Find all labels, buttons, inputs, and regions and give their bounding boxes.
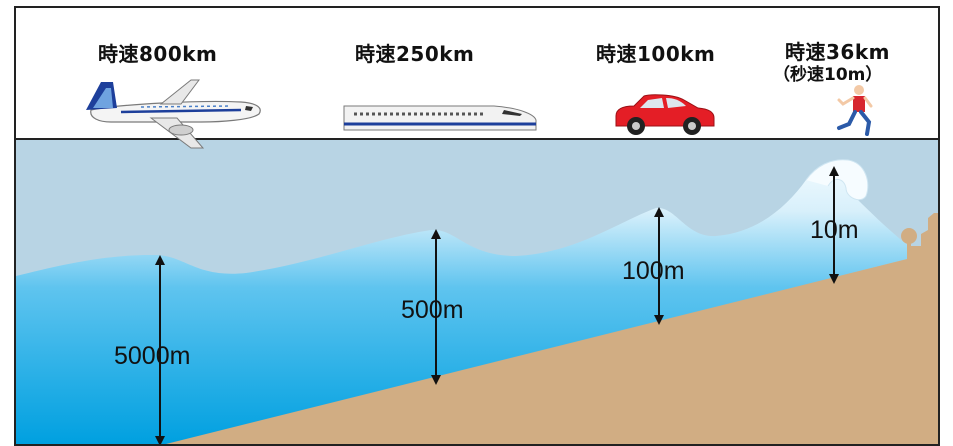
car-icon [615, 94, 715, 135]
tree-trunk [907, 240, 911, 262]
speed-label-car: 時速100km [596, 42, 716, 66]
tsunami-diagram [16, 79, 938, 444]
wave-crest [805, 159, 869, 201]
runner-icon [837, 85, 873, 136]
depth-label-100: 100m [622, 257, 685, 285]
airplane-icon [86, 79, 261, 149]
depth-label-10: 10m [810, 216, 859, 244]
water-body [16, 159, 911, 444]
depth-label-500: 500m [401, 296, 464, 324]
speed-sublabel-runner: （秒速10m） [773, 65, 883, 85]
seabed-ground [166, 258, 938, 444]
diagram-frame: 時速800km 時速250km 時速100km 時速36km （秒速10m） 5… [14, 6, 940, 446]
coastal-town [911, 213, 938, 260]
depth-label-5000: 5000m [114, 342, 191, 370]
speed-label-airplane: 時速800km [98, 42, 218, 66]
speed-label-runner: 時速36km [785, 40, 890, 64]
speed-label-train: 時速250km [355, 42, 475, 66]
bullet-train-icon [343, 105, 537, 131]
tree [901, 228, 917, 244]
